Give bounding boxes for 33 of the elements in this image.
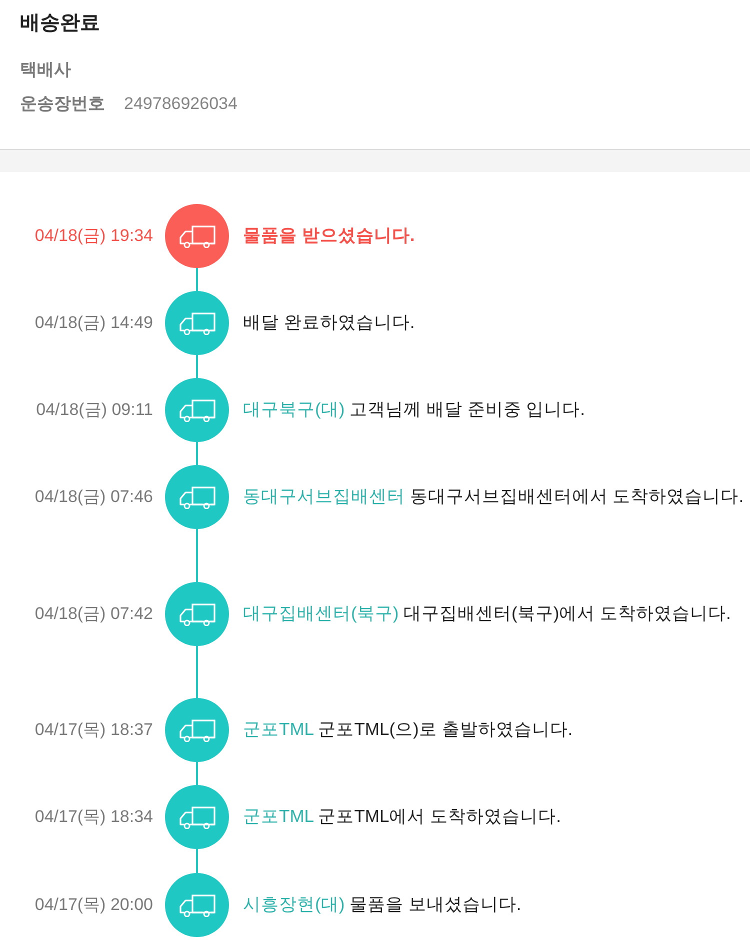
location-text: 대구북구(대) [243,399,345,419]
connector-line [196,442,198,465]
timestamp: 04/18(금) 14:49 [34,312,153,334]
connector-line [196,646,198,698]
location-text: 군포TML [243,719,314,739]
status-message: 고객님께 배달 준비중 입니다. [350,399,585,419]
connector-line [196,762,198,785]
timestamp: 04/17(목) 18:37 [34,719,153,741]
status-message: 군포TML(으)로 출발하였습니다. [318,719,573,739]
location-text: 대구집배센터(북구) [243,603,399,623]
timestamp: 04/18(금) 09:11 [36,399,153,421]
field-label: 택배사 [20,59,71,81]
status-message: 군포TML에서 도착하였습니다. [318,806,561,826]
field-label: 운송장번호 [20,93,105,115]
connector-line [196,529,198,582]
heading: 배송완료 [20,11,100,36]
status-message: 물품을 보내셨습니다. [350,894,522,914]
status-message: 배달 완료하였습니다. [243,312,415,332]
timestamp: 04/18(금) 19:34 [34,225,153,247]
connector-line [196,849,198,873]
timestamp: 04/18(금) 07:46 [34,486,153,508]
timestamp: 04/17(목) 20:00 [34,894,153,916]
status-message: 대구집배센터(북구)에서 도착하였습니다. [404,603,731,623]
status-message: 동대구서브집배센터에서 도착하였습니다. [410,486,744,506]
location-text: 시흥장현(대) [243,894,345,914]
connector-line [196,355,198,378]
location-text: 동대구서브집배센터 [243,486,405,506]
field-value: 249786926034 [124,93,238,115]
timestamp: 04/17(목) 18:34 [34,806,153,828]
status-message: 물품을 받으셨습니다. [243,225,415,245]
connector-line [196,268,198,291]
timestamp: 04/18(금) 07:42 [34,603,153,625]
location-text: 군포TML [243,806,314,826]
